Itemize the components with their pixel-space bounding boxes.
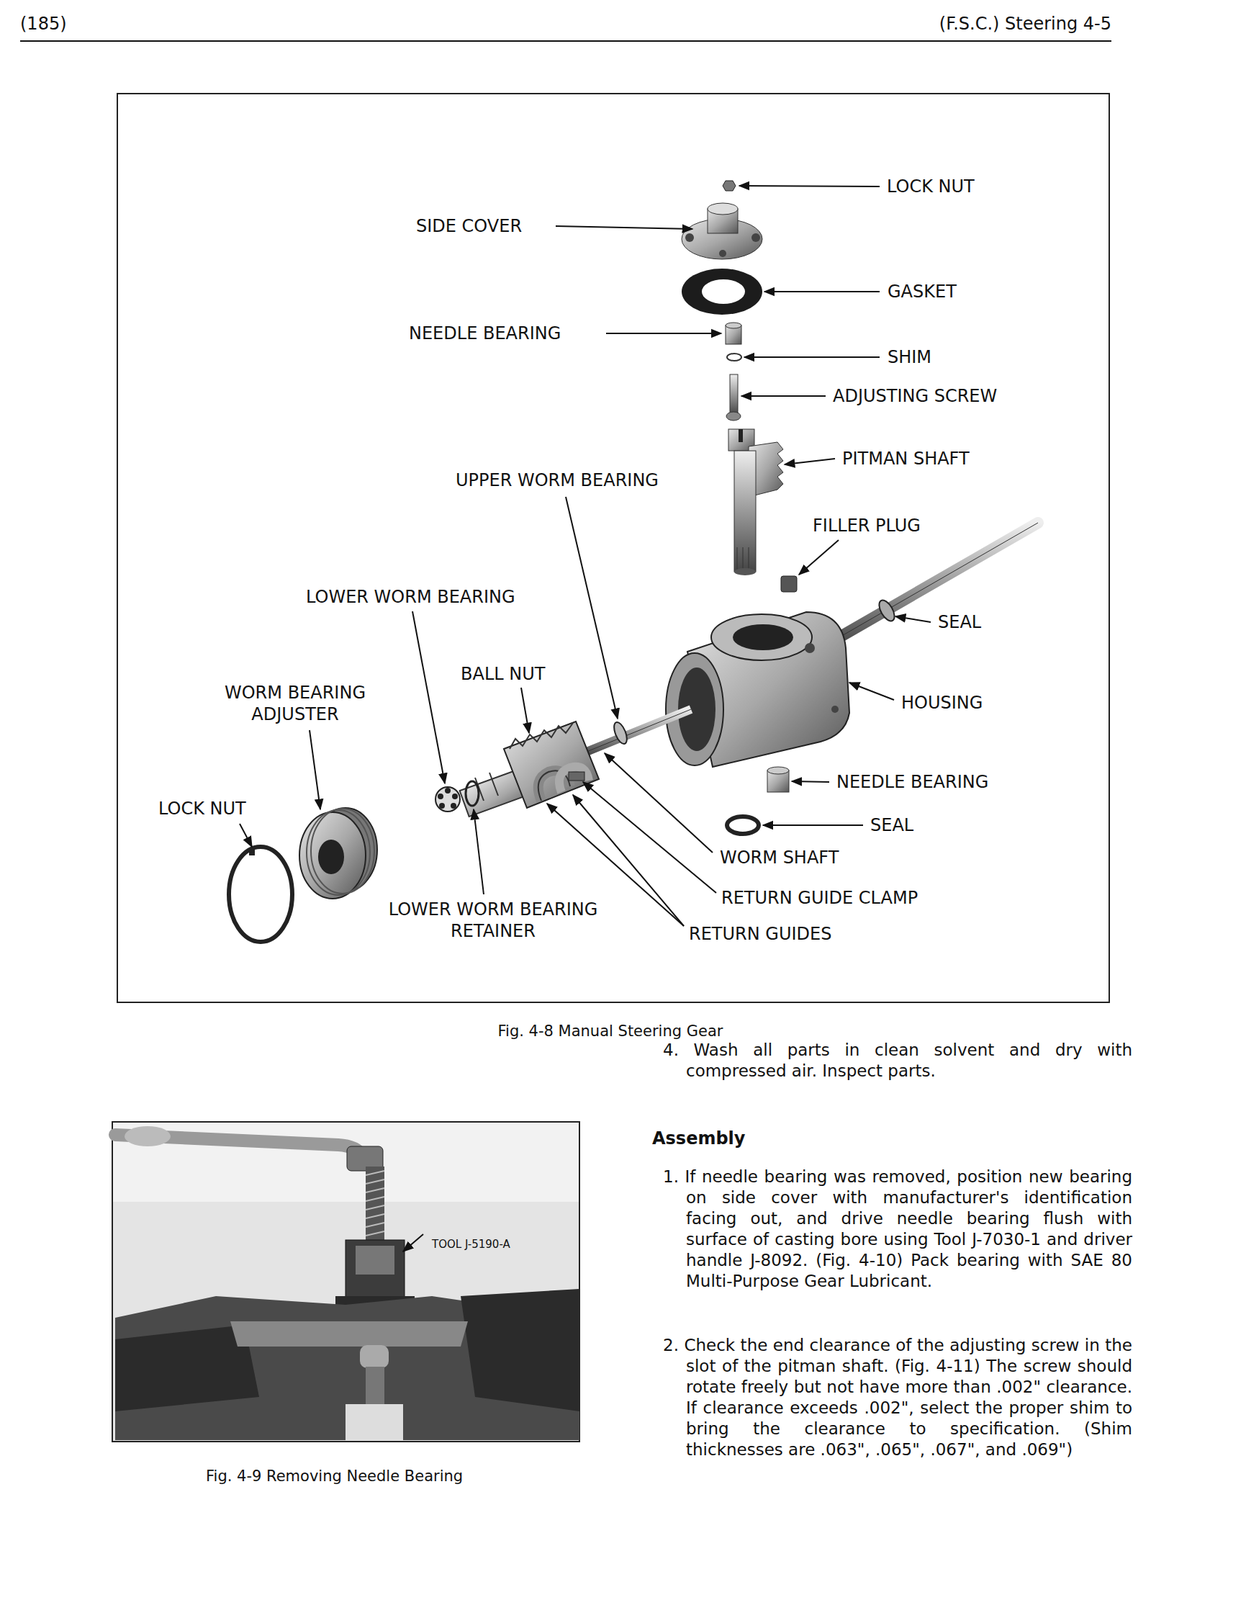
part-label: UPPER WORM BEARING [455,469,659,491]
figure-caption: Fig. 4-8 Manual Steering Gear [394,1020,827,1041]
procedure-step: 2. Check the end clearance of the adjust… [662,1334,1133,1460]
part-label: RETURN GUIDES [688,922,832,945]
part-label: GASKET [887,280,957,303]
part-label: FILLER PLUG [812,514,921,537]
section-heading: Assembly [652,1127,746,1149]
part-label: LOWER WORM BEARING RETAINER [363,898,623,942]
photo-removing-needle-bearing [112,1121,580,1442]
tool-callout: TOOL J-5190-A [431,1236,511,1252]
part-label: SIDE COVER [416,215,522,237]
figure-frame [117,93,1110,1002]
part-label: NEEDLE BEARING [836,770,989,793]
part-label: PITMAN SHAFT [842,447,970,470]
procedure-step: 1. If needle bearing was removed, positi… [662,1166,1133,1292]
part-label: SHIM [887,346,932,368]
part-label: RETURN GUIDE CLAMP [721,886,918,909]
part-label: BALL NUT [460,662,545,685]
leader-lines [239,185,931,926]
page-number: (185) [20,12,67,35]
running-head: (F.S.C.) Steering 4-5 [939,12,1112,35]
header-rule [20,40,1112,42]
part-label: WORM BEARING ADJUSTER [208,681,382,725]
figure-caption: Fig. 4-9 Removing Needle Bearing [205,1465,463,1486]
steering-gear-drawing [228,180,1038,942]
part-label: ADJUSTING SCREW [832,385,997,407]
part-label: SEAL [870,814,914,836]
part-label: NEEDLE BEARING [408,322,561,345]
part-label: HOUSING [901,691,983,714]
part-label: SEAL [937,611,982,633]
part-label: LOCK NUT [158,797,247,820]
procedure-step: 4. Wash all parts in clean solvent and d… [662,1039,1133,1082]
part-label: LOCK NUT [886,175,975,198]
part-label: LOWER WORM BEARING [305,585,516,608]
part-label: WORM SHAFT [719,846,839,869]
